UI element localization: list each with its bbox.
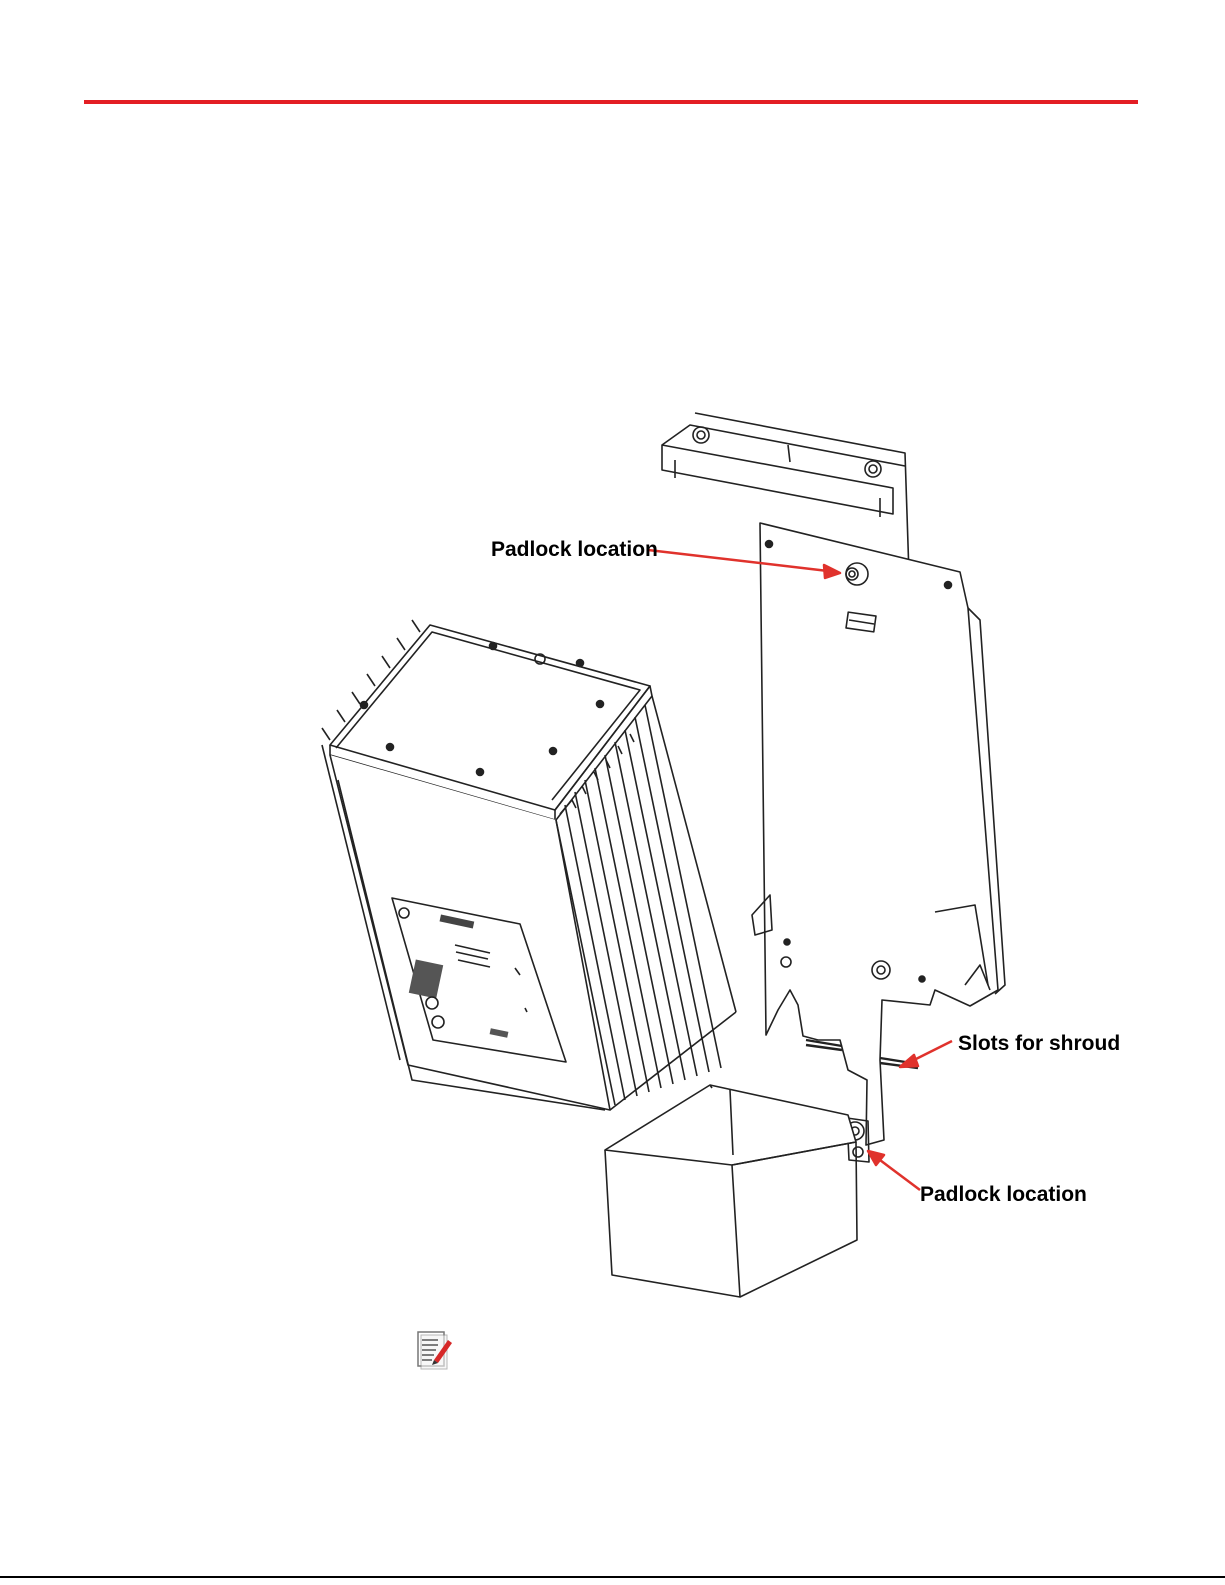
callout-padlock-bottom: Padlock location <box>920 1183 1087 1207</box>
callout-slots-for-shroud: Slots for shroud <box>958 1032 1120 1056</box>
inverter-enclosure <box>322 620 736 1110</box>
mounting-plate <box>752 523 1005 1162</box>
shroud <box>605 1085 857 1297</box>
bracket-bolt-left <box>693 427 709 443</box>
callout-padlock-top: Padlock location <box>491 538 658 562</box>
bracket-bolt-right <box>865 461 881 477</box>
footer-rule <box>0 1576 1225 1578</box>
arrow-padlock-bottom <box>876 1157 920 1190</box>
note-pencil-icon <box>416 1328 456 1372</box>
